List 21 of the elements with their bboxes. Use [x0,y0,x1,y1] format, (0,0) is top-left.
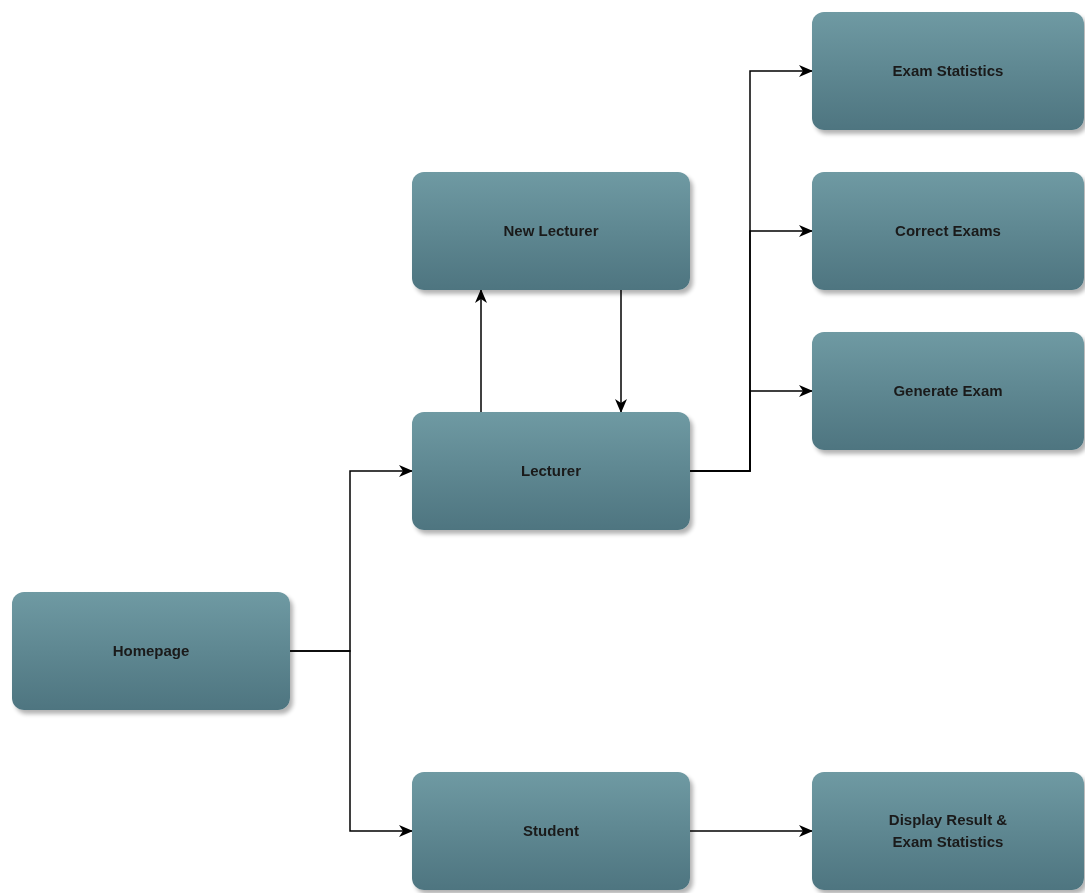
box-label: Generate Exam [893,380,1003,401]
process-box [812,332,1084,450]
arrow [689,385,813,472]
box-label: Lecturer [521,460,581,481]
process-box [12,592,290,710]
box-label: Student [523,820,579,841]
process-box [812,172,1084,290]
arrow [689,825,813,837]
process-box [812,772,1084,890]
process-box [812,12,1084,130]
box-label: Exam Statistics [892,60,1004,81]
process-box [412,772,690,890]
box-label: Homepage [112,640,190,661]
process-box [412,412,690,530]
box-label: New Lecturer [503,220,599,241]
arrow [615,289,627,413]
box-label: Display Result & Exam Statistics [887,809,1009,852]
process-box [412,172,690,290]
box-label: Correct Exams [895,220,1001,241]
arrow [289,650,413,837]
arrow [475,289,487,413]
